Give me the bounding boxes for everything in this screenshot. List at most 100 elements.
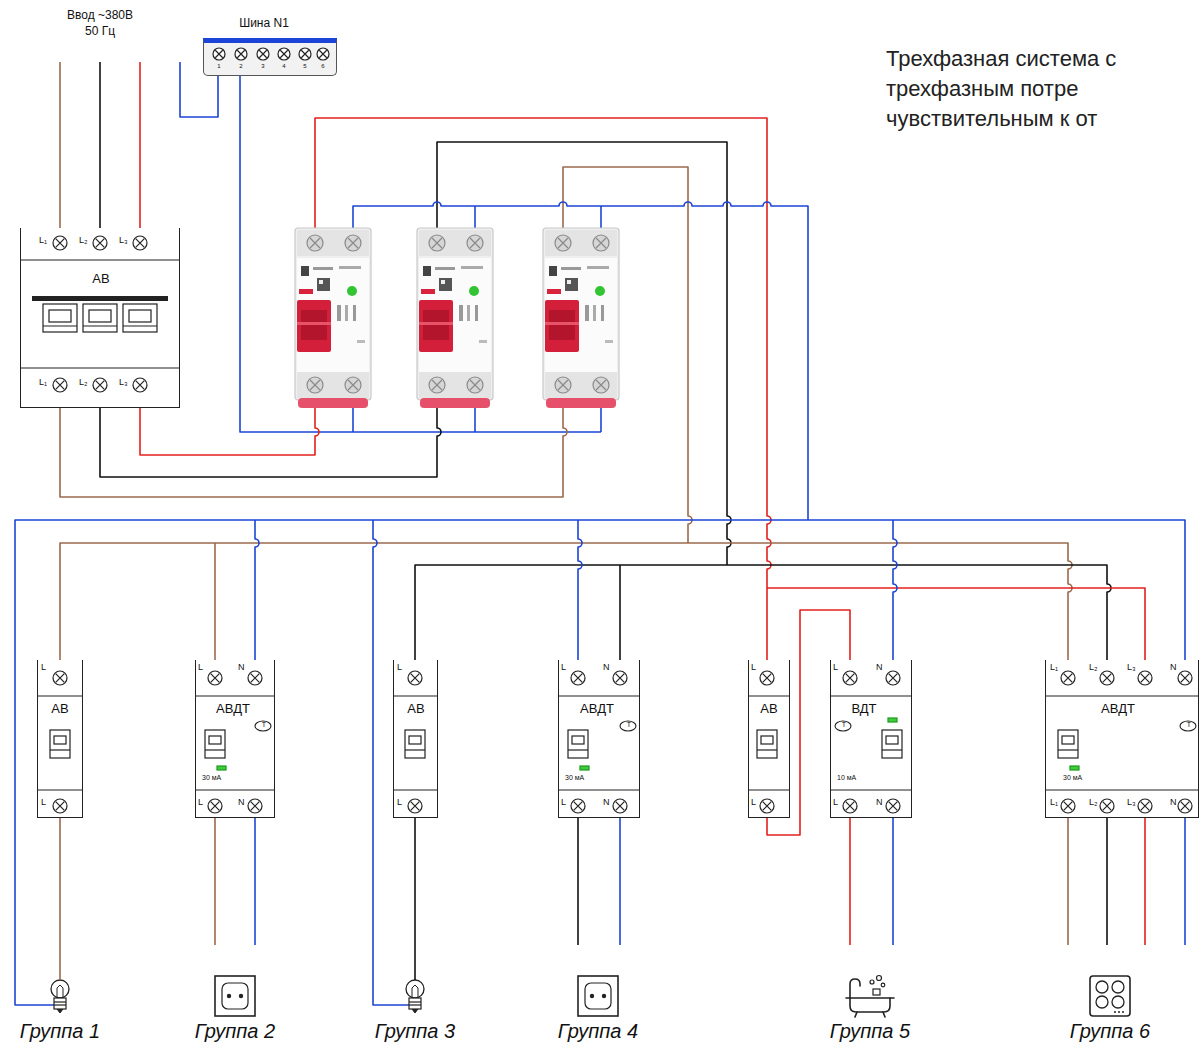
terminal-marking: L	[397, 798, 402, 807]
wire	[60, 408, 567, 497]
screw-terminal	[1100, 799, 1114, 813]
wire	[315, 118, 771, 660]
bubble	[881, 983, 885, 987]
hob-dot	[1122, 1011, 1124, 1013]
wire	[600, 408, 602, 432]
terminal-marking: L	[198, 663, 203, 672]
terminal-marking: L₂	[79, 378, 88, 387]
divider-line	[393, 695, 438, 696]
screw-cross	[558, 380, 568, 390]
screw-cross	[1064, 674, 1073, 683]
wire	[619, 565, 621, 660]
print-mark	[605, 340, 613, 343]
terminal-number: 6	[321, 63, 324, 69]
screw-terminal	[53, 671, 67, 685]
wire	[352, 408, 354, 432]
divider-line	[20, 367, 180, 368]
print-mark	[435, 267, 455, 270]
toggle-face	[761, 736, 773, 744]
screw-cross	[259, 50, 266, 57]
breaker-graphic	[830, 671, 912, 813]
wire-connector	[59, 818, 61, 980]
screw-cross	[348, 238, 358, 248]
wire-connector	[1144, 818, 1146, 945]
print-mark	[459, 305, 463, 321]
toggle-switch	[43, 304, 77, 332]
screw-cross	[411, 802, 420, 811]
breaker-graphic	[37, 671, 83, 813]
terminal-marking: L₃	[119, 236, 128, 245]
screw-cross	[889, 802, 898, 811]
terminal-marking: L₂	[79, 236, 88, 245]
wire-connector	[254, 818, 256, 945]
toggle-face	[409, 736, 421, 744]
bulb	[51, 980, 69, 998]
screw-terminal	[408, 799, 422, 813]
wire-connector	[1184, 818, 1186, 945]
wire-connector	[1067, 818, 1069, 945]
toggle-lever	[545, 300, 579, 352]
indicator-led	[217, 766, 226, 770]
test-button	[835, 721, 851, 731]
screw-terminal	[278, 48, 290, 60]
terminal-number: 4	[282, 63, 285, 69]
screw-terminal	[555, 377, 571, 393]
wire	[100, 408, 441, 477]
terminal-marking: N	[603, 663, 610, 672]
screw-cross	[470, 238, 480, 248]
screw-terminal	[843, 799, 857, 813]
indicator-led	[580, 766, 589, 770]
print-mark	[337, 305, 341, 321]
print-mark	[461, 266, 483, 269]
terminal-area	[297, 372, 369, 398]
screw-cross	[56, 674, 65, 683]
breaker-graphic	[558, 671, 640, 813]
load-group: Группа 4	[538, 945, 658, 1046]
print-mark	[339, 266, 361, 269]
toggle-switch	[568, 730, 588, 758]
rcbo-device-illustration	[543, 228, 619, 408]
device-title: АВ	[92, 272, 109, 285]
screw-terminal	[760, 671, 774, 685]
screw-cross	[96, 239, 105, 248]
screw-terminal	[408, 671, 422, 685]
divider-line	[195, 695, 275, 696]
load-group: Группа 1	[0, 980, 120, 1046]
screw-cross	[763, 674, 772, 683]
wire	[140, 408, 319, 455]
screw-terminal	[1100, 671, 1114, 685]
screw-cross	[558, 238, 568, 248]
bath-icon	[846, 976, 894, 1018]
qr-mark	[319, 280, 323, 284]
divider-line	[393, 789, 438, 790]
screw-cross	[596, 380, 606, 390]
screw-cross	[1181, 674, 1190, 683]
qr-mark	[567, 280, 571, 284]
print-mark	[479, 340, 487, 343]
screw-terminal	[429, 235, 445, 251]
load-group: Группа 5	[810, 945, 930, 1046]
bath-faucet	[850, 979, 860, 998]
toggle-face	[1062, 736, 1074, 744]
screw-cross	[763, 802, 772, 811]
screw-terminal	[571, 671, 585, 685]
socket-face	[222, 983, 248, 1009]
divider-line	[830, 695, 912, 696]
socket-face	[585, 983, 611, 1009]
divider-line	[748, 695, 790, 696]
group-label: Группа 5	[830, 1021, 910, 1041]
screw-terminal	[299, 48, 311, 60]
divider-line	[1045, 695, 1199, 696]
terminal-marking: L₁	[1050, 798, 1058, 807]
type-mark	[421, 289, 435, 294]
terminal-marking: N	[876, 798, 883, 807]
print-mark	[601, 305, 604, 321]
test-button	[255, 721, 271, 731]
terminal-area	[297, 230, 369, 256]
terminal-marking: N	[238, 798, 245, 807]
screw-cross	[56, 381, 65, 390]
hob-burner	[1096, 981, 1108, 993]
screw-cross	[56, 802, 65, 811]
screw-terminal	[208, 671, 222, 685]
terminal-number: 1	[217, 63, 220, 69]
